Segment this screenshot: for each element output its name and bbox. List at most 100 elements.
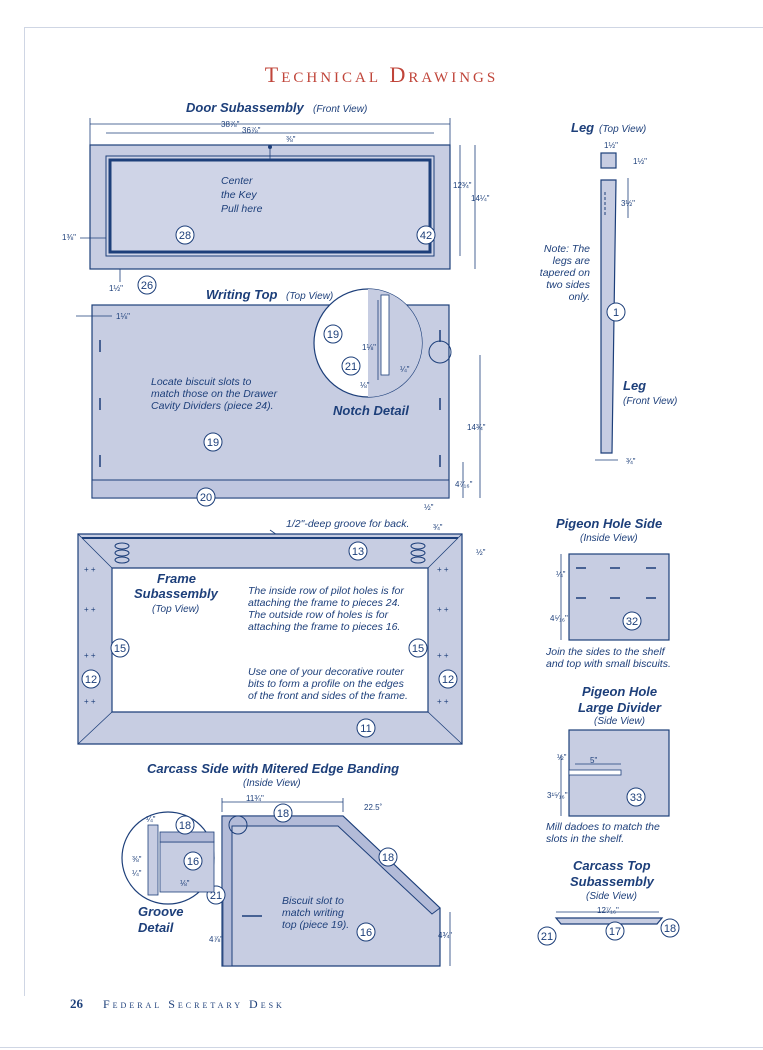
pigeon-divider-view: (Side View) (594, 716, 645, 727)
pigeon-divider-dim-slot: 5" (590, 756, 597, 765)
leg-note-1: Note: The (544, 243, 590, 255)
carcass-side-dim-2: 22.5˚ (364, 803, 383, 812)
door-dim-left: 1⅜" (62, 233, 76, 242)
page-frame (24, 27, 763, 996)
svg-text:+ +: + + (437, 565, 449, 574)
frame-dim-2: ½" (476, 548, 486, 557)
frame-part-15b: 15 (412, 643, 424, 655)
leg-dim-2: 1½" (633, 157, 647, 166)
frame-part-12b: 12 (442, 674, 454, 686)
svg-text:+ +: + + (84, 697, 96, 706)
frame-note1-2: attaching the frame to pieces 24. (248, 597, 400, 609)
page-footer: 26 Federal Secretary Desk (70, 996, 285, 1012)
page-number: 26 (70, 996, 83, 1011)
leg-note-5: only. (569, 291, 590, 303)
door-dim-inner: 36⅞" (242, 126, 261, 135)
carcass-side-note-3: top (piece 19). (282, 919, 349, 931)
pigeon-divider-heading-2: Large Divider (578, 700, 662, 715)
pigeon-divider-note-2: slots in the shelf. (546, 833, 624, 845)
pigeon-divider-note-1: Mill dadoes to match the (546, 821, 660, 833)
pigeon-side-panel (568, 553, 670, 641)
pigeon-side-dim-1: ¼" (556, 570, 566, 579)
groove-heading-1: Groove (138, 904, 184, 919)
pigeon-divider-heading-1: Pigeon Hole (582, 684, 657, 699)
svg-text:+ +: + + (437, 651, 449, 660)
groove-dim-3: ¼" (132, 869, 142, 878)
carcass-side-part-21: 21 (210, 890, 222, 902)
carcass-top-board (554, 917, 664, 925)
writing-top-part-20: 20 (200, 492, 212, 504)
writing-top-front-edge (91, 479, 450, 499)
frame-note2-1: Use one of your decorative router (248, 666, 404, 678)
svg-text:+ +: + + (84, 565, 96, 574)
frame-heading-1: Frame (157, 571, 196, 586)
leg-note-3: tapered on (540, 267, 590, 279)
groove-part-16: 16 (187, 856, 199, 868)
frame-note1-3: The outside row of holes is for (248, 609, 389, 621)
leg-note-4: two sides (546, 279, 591, 291)
door-dim-width: 38⅞" (221, 120, 240, 129)
pigeon-hole-divider: Pigeon Hole Large Divider (Side View) 5"… (546, 684, 670, 845)
svg-text:+ +: + + (84, 605, 96, 614)
door-dim-key: ⅜" (286, 135, 296, 144)
writing-top-dim-depth: 14¾" (467, 423, 486, 432)
door-view: (Front View) (313, 104, 367, 115)
leg-part-1: 1 (613, 307, 619, 319)
notch-heading: Notch Detail (333, 403, 409, 418)
groove-detail: ¼" ⅜" ¼" ⅛" 18 16 Groove Detail (121, 811, 215, 935)
leg-front-view: (Front View) (623, 396, 677, 407)
pigeon-divider-part-33: 33 (630, 792, 642, 804)
carcass-side-part-18b: 18 (382, 852, 394, 864)
carcass-top-dim: 12⁷⁄₁₆" (597, 906, 619, 915)
door-note-3: Pull here (221, 203, 263, 215)
notch-part-19: 19 (327, 329, 339, 341)
door-dim-h-outer: 14¼" (471, 194, 490, 203)
pigeon-hole-side: Pigeon Hole Side (Inside View) ¼" 4⁵⁄₁₆"… (545, 516, 671, 670)
frame-part-13: 13 (352, 546, 364, 558)
groove-heading-2: Detail (138, 920, 174, 935)
frame-dim-1: ¾" (433, 523, 443, 532)
frame-subassembly: 1/2"-deep groove for back. ¾" ½" Frame S… (77, 518, 486, 745)
carcass-side-part-16: 16 (360, 927, 372, 939)
pigeon-side-note-1: Join the sides to the shelf (545, 646, 666, 658)
writing-top-part-19: 19 (207, 437, 219, 449)
notch-part-21: 21 (345, 361, 357, 373)
pigeon-side-dim-2: 4⁵⁄₁₆" (550, 614, 568, 623)
door-part-26: 26 (141, 280, 153, 292)
leg-note-2: legs are (553, 255, 591, 267)
notch-dim-3: ⅛" (360, 381, 370, 390)
door-part-42: 42 (420, 230, 432, 242)
door-part-28: 28 (179, 230, 191, 242)
writing-top-note-3: Cavity Dividers (piece 24). (151, 400, 274, 412)
carcass-side: Carcass Side with Mitered Edge Banding (… (147, 761, 452, 967)
pigeon-divider-dim-1: ½" (557, 753, 567, 762)
frame-note2-2: bits to form a profile on the edges (248, 678, 405, 690)
door-subassembly: Door Subassembly (Front View) 38⅞" 36⅞" … (62, 100, 490, 295)
groove-dim-1: ¼" (146, 815, 156, 824)
leg-dim-1: 1½" (604, 141, 618, 150)
carcass-side-note-2: match writing (282, 907, 344, 919)
bottom-rule (0, 1047, 763, 1048)
writing-top-view: (Top View) (286, 291, 333, 302)
frame-note1-1: The inside row of pilot holes is for (248, 585, 404, 597)
frame-heading-2: Subassembly (134, 586, 219, 601)
notch-dim-1: 1⅛" (362, 343, 376, 352)
carcass-side-view: (Inside View) (243, 778, 301, 789)
svg-text:+ +: + + (437, 697, 449, 706)
door-note-1: Center (221, 175, 253, 187)
pigeon-divider-dim-2: 3¹⁵⁄₁₆" (547, 791, 568, 800)
carcass-top: Carcass Top Subassembly (Side View) 12⁷⁄… (537, 858, 680, 946)
leg-dim-bottom: ¾" (626, 457, 636, 466)
carcass-side-heading: Carcass Side with Mitered Edge Banding (147, 761, 399, 776)
door-note-2: the Key (221, 189, 257, 201)
frame-note2-3: of the front and sides of the frame. (248, 690, 408, 702)
carcass-side-part-18a: 18 (277, 808, 289, 820)
page-title: Technical Drawings (264, 62, 499, 87)
pigeon-side-part-32: 32 (626, 616, 638, 628)
door-heading: Door Subassembly (186, 100, 305, 115)
pigeon-side-view: (Inside View) (580, 533, 638, 544)
frame-view: (Top View) (152, 604, 199, 615)
door-inner-panel (105, 155, 435, 257)
carcass-top-part-18: 18 (664, 923, 676, 935)
